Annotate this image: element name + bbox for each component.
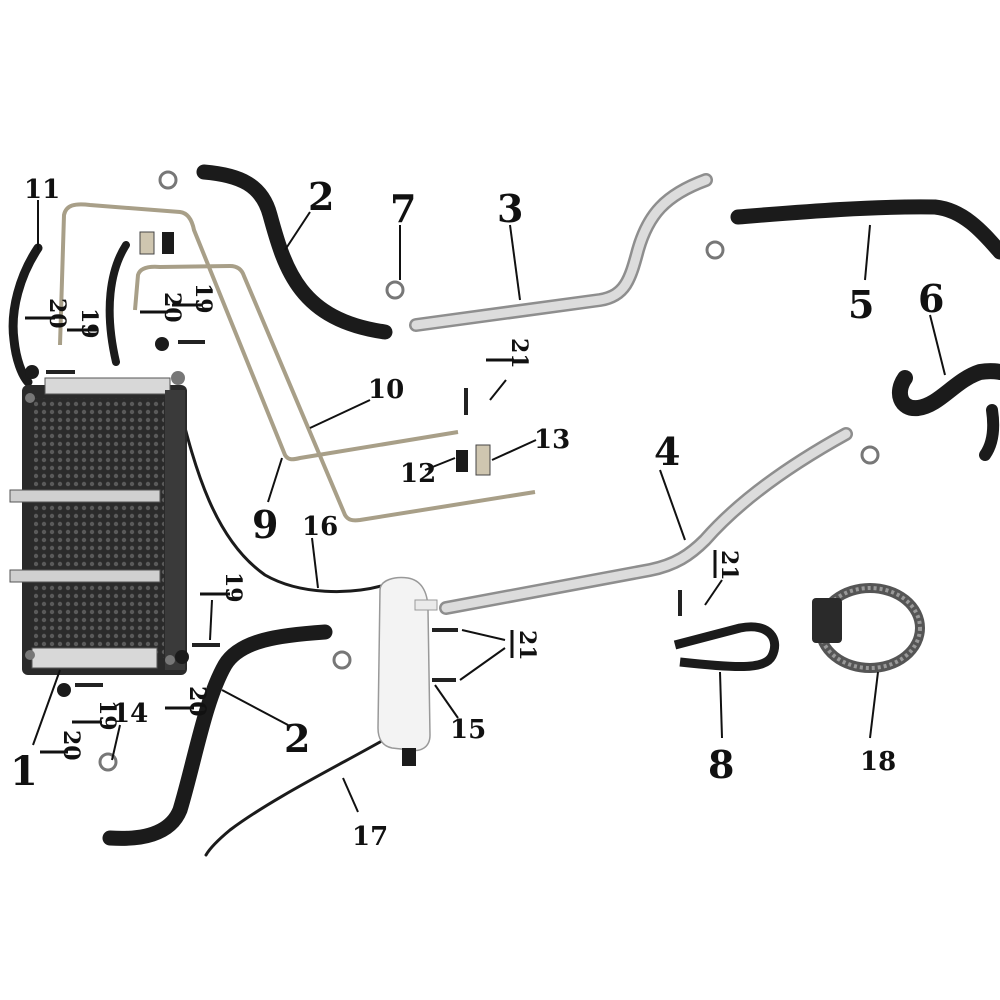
part-label-20: 20	[44, 298, 70, 329]
part-label-16: 16	[302, 512, 338, 542]
hose-6	[891, 363, 1000, 461]
part-label-3: 3	[497, 186, 523, 231]
part-label-4: 4	[654, 429, 680, 474]
hose-clamp-large	[812, 583, 925, 673]
part-label-20: 20	[58, 730, 84, 761]
hose-5	[730, 199, 1000, 260]
part-label-21: 21	[514, 630, 540, 661]
part-label-11: 11	[24, 175, 60, 205]
hose-16	[176, 398, 387, 594]
part-labels: 1 2 2 3 4 5 6 7 8 9 10 11 12 13 14 15 16…	[10, 174, 944, 852]
part-label-19: 19	[76, 308, 102, 339]
part-label-5: 5	[848, 282, 874, 327]
part-label-10: 10	[368, 375, 404, 405]
grommet-icon	[139, 231, 491, 476]
part-label-6: 6	[918, 276, 944, 321]
part-label-20: 20	[159, 292, 185, 323]
part-label-2: 2	[284, 716, 310, 761]
part-label-14: 14	[112, 699, 148, 729]
part-label-19: 19	[220, 572, 246, 603]
pipe-3	[409, 173, 713, 332]
part-label-21: 21	[506, 338, 532, 369]
part-label-20: 20	[184, 686, 210, 717]
hose-17	[204, 740, 382, 857]
hose-2-upper	[196, 164, 393, 340]
part-label-12: 12	[400, 459, 436, 489]
p-clamp	[673, 622, 780, 672]
part-label-1: 1	[10, 748, 38, 795]
part-label-9: 9	[252, 502, 278, 547]
bracket-rod-10	[133, 263, 536, 523]
part-label-13: 13	[534, 425, 570, 455]
hose-short-left	[105, 241, 130, 366]
part-label-15: 15	[450, 715, 486, 745]
part-label-17: 17	[352, 822, 388, 852]
hose-2-lower	[102, 624, 333, 846]
pipe-4	[439, 427, 853, 615]
hose-11	[8, 243, 43, 387]
part-label-7: 7	[390, 186, 416, 231]
washer-icon	[25, 337, 189, 697]
part-label-18: 18	[860, 747, 896, 777]
part-label-2: 2	[308, 174, 334, 219]
bolt-icon	[46, 340, 682, 687]
bracket-rod-9	[58, 202, 459, 462]
part-label-19: 19	[190, 283, 216, 314]
radiator	[9, 371, 187, 675]
part-label-19: 19	[94, 700, 120, 731]
part-label-21: 21	[716, 550, 742, 581]
spring-clamp-icon	[98, 170, 880, 772]
leader-lines	[32, 200, 946, 813]
overflow-tank	[377, 576, 438, 766]
part-label-8: 8	[708, 742, 734, 787]
